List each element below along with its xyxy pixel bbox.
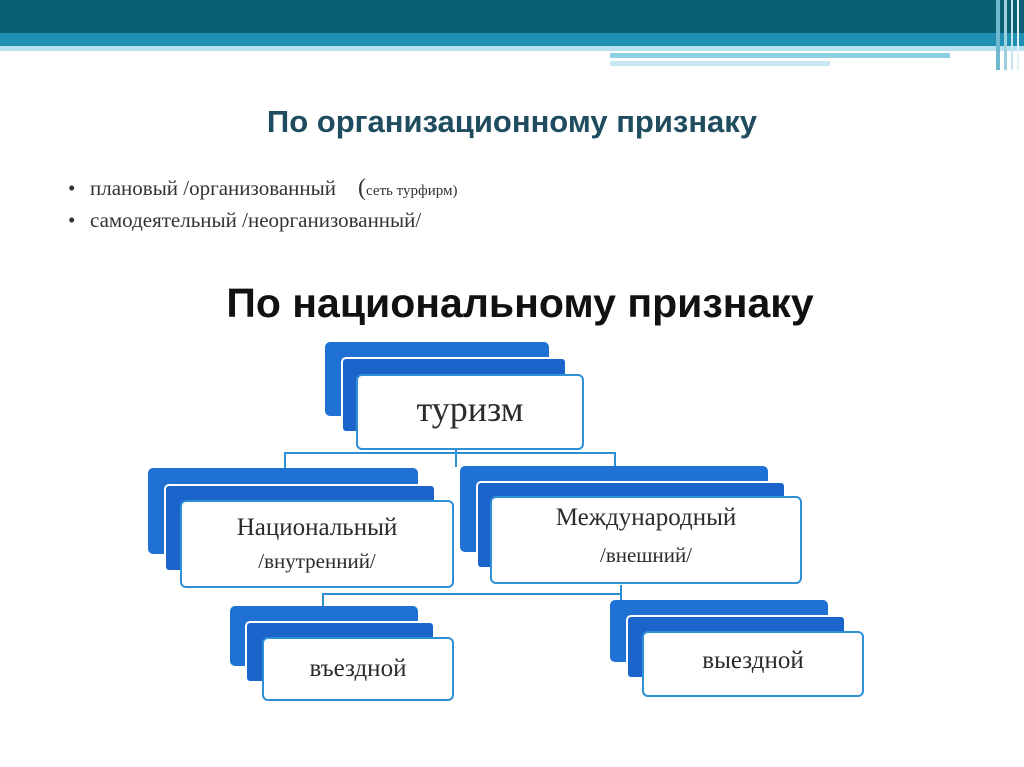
bullet-text: плановый /организованный xyxy=(90,176,336,200)
heading-national: По национальному признаку xyxy=(226,280,814,326)
node-sublabel: /внутренний/ xyxy=(258,548,376,573)
bullet-note: сеть турфирм) xyxy=(366,183,458,199)
node-label: въездной xyxy=(309,654,407,682)
node-label: Национальный xyxy=(236,514,398,542)
connector-line xyxy=(614,452,616,466)
banner-vertical-stripe xyxy=(1004,0,1007,70)
connector-line xyxy=(322,593,622,595)
bullet-item: • плановый /организованный (сеть турфирм) xyxy=(68,174,458,206)
connector-line xyxy=(455,447,457,467)
node-sublabel: /внешний/ xyxy=(599,542,693,567)
heading-organizational: По организационному признаку xyxy=(266,104,758,139)
connector-line xyxy=(284,452,286,468)
bullet-text: самодеятельный /неорганизованный/ xyxy=(90,208,422,232)
node-national: Национальный /внутренний/ xyxy=(180,500,454,588)
connector-line xyxy=(284,452,616,454)
bullet-marker: • xyxy=(68,208,76,232)
node-label: туризм xyxy=(416,389,524,430)
node-label: Международный xyxy=(555,504,737,532)
banner-band-light xyxy=(0,46,1024,51)
bullet-list: • плановый /организованный (сеть турфирм)… xyxy=(68,174,458,235)
banner-band-dark xyxy=(0,0,1024,33)
connector-line xyxy=(322,593,324,607)
node-label: выездной xyxy=(702,646,804,674)
bullet-marker: • xyxy=(68,176,76,200)
node-international: Международный /внешний/ xyxy=(490,496,802,584)
connector-line xyxy=(620,585,622,600)
banner-band-mid xyxy=(0,33,1024,46)
banner-stripe xyxy=(610,53,950,58)
top-banner xyxy=(0,0,1024,70)
bullet-paren: ( xyxy=(358,175,366,201)
banner-vertical-stripe xyxy=(1017,0,1019,70)
banner-vertical-stripe xyxy=(1011,0,1013,70)
node-tourism: туризм xyxy=(356,374,584,450)
node-inbound: въездной xyxy=(262,637,454,701)
node-outbound: выездной xyxy=(642,631,864,697)
bullet-item: • самодеятельный /неорганизованный/ xyxy=(68,206,458,235)
banner-stripe xyxy=(610,61,830,66)
banner-vertical-stripe xyxy=(996,0,1000,70)
